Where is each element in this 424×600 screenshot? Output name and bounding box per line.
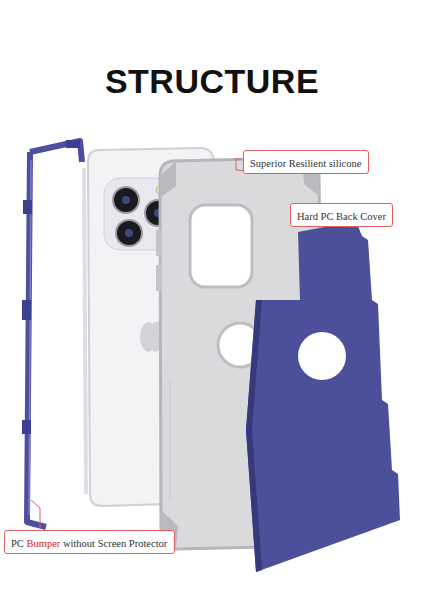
callout-label: Hard PC Back Cover xyxy=(297,210,386,223)
callout-box: PC Bumper without Screen Protector xyxy=(4,530,175,554)
back-cover xyxy=(246,221,400,572)
label-part xyxy=(95,538,98,549)
callout-label: Superior Resilient silicone xyxy=(250,157,361,170)
label-part xyxy=(126,538,129,549)
label-part: Screen xyxy=(98,538,127,549)
label-part: Bumper xyxy=(26,538,60,549)
title: STRUCTURE xyxy=(0,62,424,101)
callout-label: PC Bumper without Screen Protector xyxy=(11,537,167,550)
label-part: PC xyxy=(11,538,24,549)
label-part: without xyxy=(63,538,95,549)
label-part xyxy=(24,538,27,549)
callout-box: Superior Resilient silicone xyxy=(243,150,369,174)
label-part xyxy=(60,538,63,549)
bumper-frame xyxy=(22,140,82,527)
label-part: Protector xyxy=(129,538,168,549)
callout-box: Hard PC Back Cover xyxy=(290,203,393,227)
